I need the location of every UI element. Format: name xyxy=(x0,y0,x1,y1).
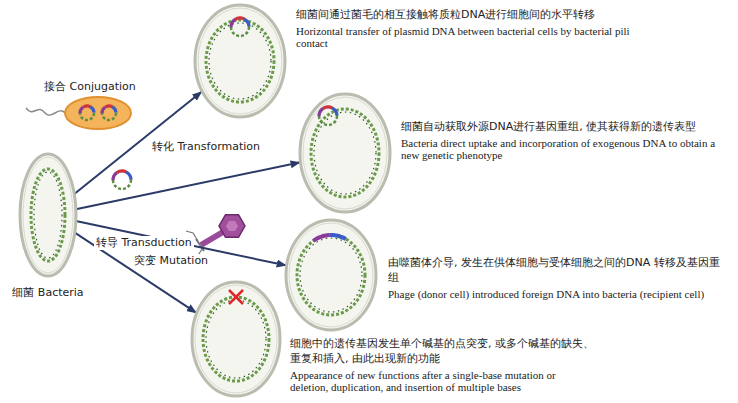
plasmid xyxy=(229,16,250,36)
phage-head-shine xyxy=(226,221,238,231)
cell-outline xyxy=(190,280,282,398)
plasmid-gene xyxy=(116,169,127,173)
cell-wall xyxy=(23,157,73,273)
chinese-description: 细菌间通过菌毛的相互接触将质粒DNA进行细胞间的水平转移 xyxy=(296,8,641,23)
cell-outline xyxy=(284,218,378,332)
bacterium-cell: 细菌间通过菌毛的相互接触将质粒DNA进行细胞间的水平转移Horizontal t… xyxy=(193,3,287,119)
phage-icon xyxy=(186,215,245,259)
arrow-connector xyxy=(76,162,301,209)
chromosome-strand xyxy=(209,23,271,99)
process-label: 突变 Mutation xyxy=(132,254,210,268)
plasmid-gene xyxy=(126,171,133,180)
inserted-dna xyxy=(313,235,329,241)
plasmid xyxy=(317,105,338,125)
process-label: 转化 Transformation xyxy=(150,140,262,154)
cell-membrane xyxy=(20,154,76,276)
english-description: Horizontal transfer of plasmid DNA betwe… xyxy=(296,25,641,50)
cell-outline xyxy=(18,152,78,278)
plasmid xyxy=(78,104,95,120)
english-description: Appearance of new functions after a sing… xyxy=(290,369,595,394)
description: 细菌间通过菌毛的相互接触将质粒DNA进行细胞间的水平转移 Horizontal t… xyxy=(296,8,641,50)
cell-membrane xyxy=(286,220,376,330)
chromosome-strand xyxy=(314,112,376,194)
plasmid xyxy=(100,104,117,120)
plasmid-gene xyxy=(229,18,235,27)
description: 细菌自动获取外源DNA进行基因重组, 使其获得新的遗传表型 Bacteria di… xyxy=(401,120,726,162)
donor-cell xyxy=(65,97,131,129)
flagellum xyxy=(26,108,66,115)
mutation-mark xyxy=(229,290,243,304)
cell-outline xyxy=(298,92,392,214)
chinese-description: 细菌自动获取外源DNA进行基因重组, 使其获得新的遗传表型 xyxy=(401,120,726,135)
chromosome-strand xyxy=(300,238,362,312)
plasmid-gene xyxy=(78,106,84,113)
cell-label: 细菌 Bacteria xyxy=(0,286,96,301)
plasmid-gene xyxy=(234,16,245,20)
plasmid xyxy=(111,169,132,189)
chromosome xyxy=(203,297,269,381)
chromosome-strand xyxy=(34,172,62,258)
description: 由噬菌体介导, 发生在供体细胞与受体细胞之间的DNA 转移及基因重组 Phage … xyxy=(388,256,723,300)
cell-outline xyxy=(193,3,287,119)
phage-tail xyxy=(201,232,223,245)
plasmid-gene xyxy=(111,171,117,180)
cell-wall xyxy=(303,97,387,209)
chromosome xyxy=(31,169,65,261)
description: 细菌 Bacteria xyxy=(0,286,96,303)
bacterium-cell: 细菌自动获取外源DNA进行基因重组, 使其获得新的遗传表型Bacteria di… xyxy=(298,92,392,214)
cell-membrane xyxy=(195,5,285,117)
cell-wall xyxy=(198,8,282,114)
english-description: Bacteria direct uptake and incorporation… xyxy=(401,137,726,162)
arrow-connector xyxy=(75,233,197,313)
bacterium-cell: 细胞中的遗传基因发生单个碱基的点突变, 或多个碱基的缺失、 重复和插入, 由此出… xyxy=(190,280,282,398)
plasmid-gene xyxy=(332,107,339,116)
cell-membrane xyxy=(300,94,390,212)
mutation-mark xyxy=(229,290,243,304)
plasmid-gene xyxy=(112,105,118,112)
plasmid-gene xyxy=(100,106,106,113)
cell-wall xyxy=(195,285,277,393)
plasmid-gene xyxy=(322,105,333,109)
plasmid-gene xyxy=(244,18,251,27)
chinese-description: 由噬菌体介导, 发生在供体细胞与受体细胞之间的DNA 转移及基因重组 xyxy=(388,256,723,286)
phage-head xyxy=(219,215,245,238)
description: 细胞中的遗传基因发生单个碱基的点突变, 或多个碱基的缺失、 重复和插入, 由此出… xyxy=(290,337,595,394)
chromosome-strand xyxy=(206,300,266,378)
chromosome xyxy=(297,235,365,315)
bacterium-cell: 细菌 Bacteria xyxy=(18,152,78,278)
bacterium-cell: 由噬菌体介导, 发生在供体细胞与受体细胞之间的DNA 转移及基因重组Phage … xyxy=(284,218,378,332)
chinese-description: 细胞中的遗传基因发生单个碱基的点突变, 或多个碱基的缺失、 重复和插入, 由此出… xyxy=(290,337,595,367)
chromosome xyxy=(206,20,274,102)
process-label: 转导 Transduction xyxy=(94,236,194,250)
plasmid-gene xyxy=(90,105,96,112)
inserted-dna xyxy=(329,235,345,239)
cell-wall xyxy=(289,223,373,327)
plasmid-gene xyxy=(317,107,323,116)
cell-membrane xyxy=(192,282,280,396)
english-description: Phage (donor cell) introduced foreign DN… xyxy=(388,288,723,301)
process-label: 接合 Conjugation xyxy=(42,80,138,94)
